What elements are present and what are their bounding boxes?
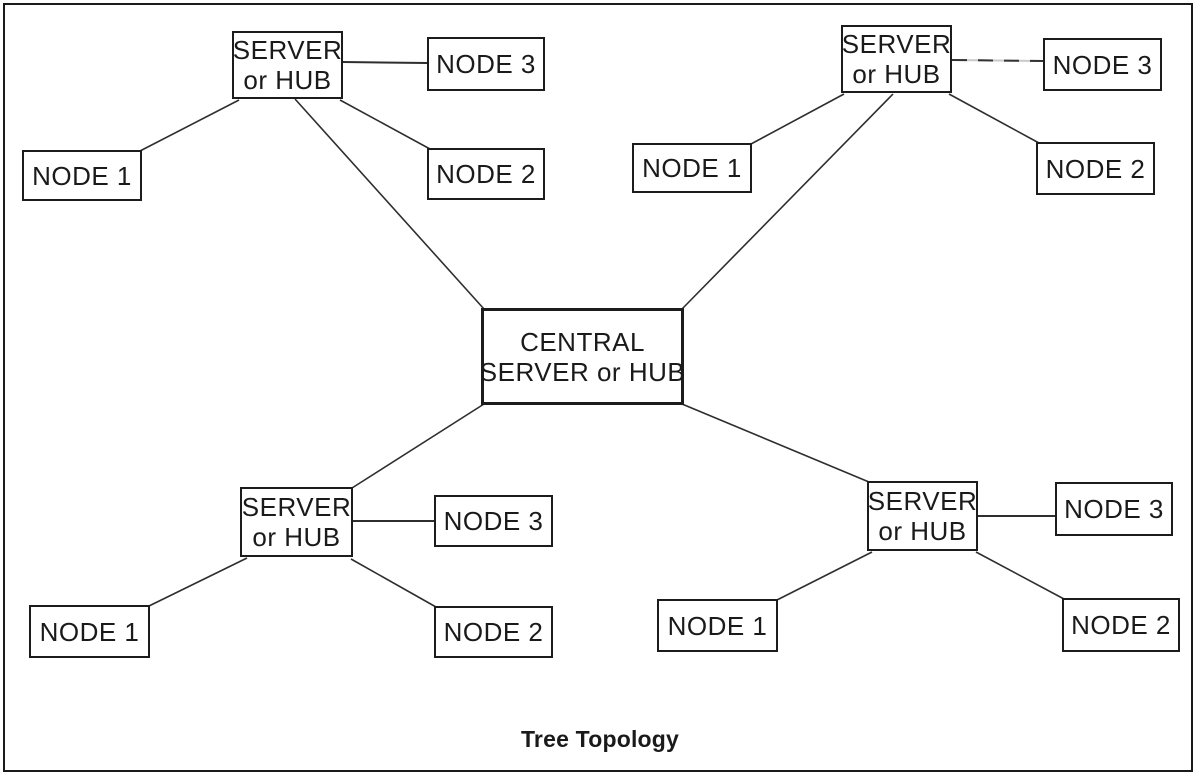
- node-top-right-2-label: NODE 2: [1045, 153, 1146, 184]
- edge-hub-bottom-right--node-bottom-right-2: [975, 551, 1065, 600]
- node-bottom-right-3-label: NODE 3: [1064, 494, 1164, 524]
- node-top-right-3: NODE 3: [1043, 38, 1162, 91]
- edge-hub-top-left--central-server: [294, 98, 485, 310]
- edge-hub-bottom-left--node-bottom-left-1: [148, 557, 248, 607]
- node-bottom-right-3: NODE 3: [1055, 482, 1173, 536]
- edge-hub-bottom-left--node-bottom-left-2: [350, 558, 437, 608]
- node-top-left-1: NODE 1: [22, 150, 142, 201]
- edge-hub-top-right--node-top-right-1: [750, 93, 845, 145]
- node-bottom-left-3-label: NODE 3: [443, 506, 544, 536]
- node-top-left-1-label: NODE 1: [32, 160, 132, 191]
- edge-hub-bottom-right--node-bottom-right-1: [776, 551, 873, 601]
- node-bottom-left-3: NODE 3: [434, 495, 553, 547]
- central-server-label: CENTRAL: [520, 326, 645, 357]
- node-bottom-right-2: NODE 2: [1062, 598, 1180, 652]
- edge-hub-top-left--node-top-left-3: [342, 61, 428, 64]
- node-bottom-right-1: NODE 1: [657, 599, 778, 652]
- hub-bottom-left-label: SERVER: [241, 492, 352, 522]
- edge-hub-top-right--node-top-right-2: [948, 93, 1040, 144]
- central-server-label: SERVER or HUB: [479, 356, 686, 387]
- node-bottom-left-1-label: NODE 1: [39, 616, 140, 647]
- edge-central-server--hub-bottom-right: [681, 403, 870, 483]
- node-bottom-right-2-label: NODE 2: [1071, 610, 1171, 640]
- edge-central-server--hub-bottom-left: [351, 403, 485, 489]
- diagram-border: [3, 3, 1193, 772]
- edge-hub-top-left--node-top-left-1: [139, 99, 240, 152]
- edge-hub-top-right--node-top-right-3: [951, 59, 1044, 62]
- node-top-left-2: NODE 2: [427, 148, 545, 200]
- edge-hub-top-left--node-top-left-2: [339, 99, 431, 150]
- node-top-left-3-label: NODE 3: [436, 49, 536, 79]
- node-bottom-left-1: NODE 1: [29, 605, 150, 658]
- hub-top-right-label: or HUB: [852, 59, 941, 89]
- node-top-left-3: NODE 3: [427, 37, 545, 91]
- node-bottom-left-2: NODE 2: [434, 606, 553, 658]
- node-bottom-right-1-label: NODE 1: [667, 610, 768, 641]
- node-top-right-1-label: NODE 1: [642, 153, 742, 183]
- hub-top-left-label: SERVER: [232, 35, 343, 65]
- diagram-title: Tree Topology: [520, 726, 680, 752]
- node-top-right-3-label: NODE 3: [1052, 49, 1153, 80]
- node-top-left-2-label: NODE 2: [436, 159, 536, 189]
- hub-bottom-right-label: SERVER: [867, 486, 978, 516]
- hub-bottom-left-label: or HUB: [252, 522, 341, 552]
- hub-top-right-label: SERVER: [841, 29, 952, 59]
- hub-top-left-label: or HUB: [243, 65, 332, 95]
- node-top-right-2: NODE 2: [1036, 142, 1155, 195]
- node-bottom-left-2-label: NODE 2: [443, 617, 544, 647]
- edge-hub-top-right--central-server: [681, 93, 894, 310]
- hub-bottom-right-label: or HUB: [878, 516, 967, 546]
- node-top-right-1: NODE 1: [632, 143, 752, 193]
